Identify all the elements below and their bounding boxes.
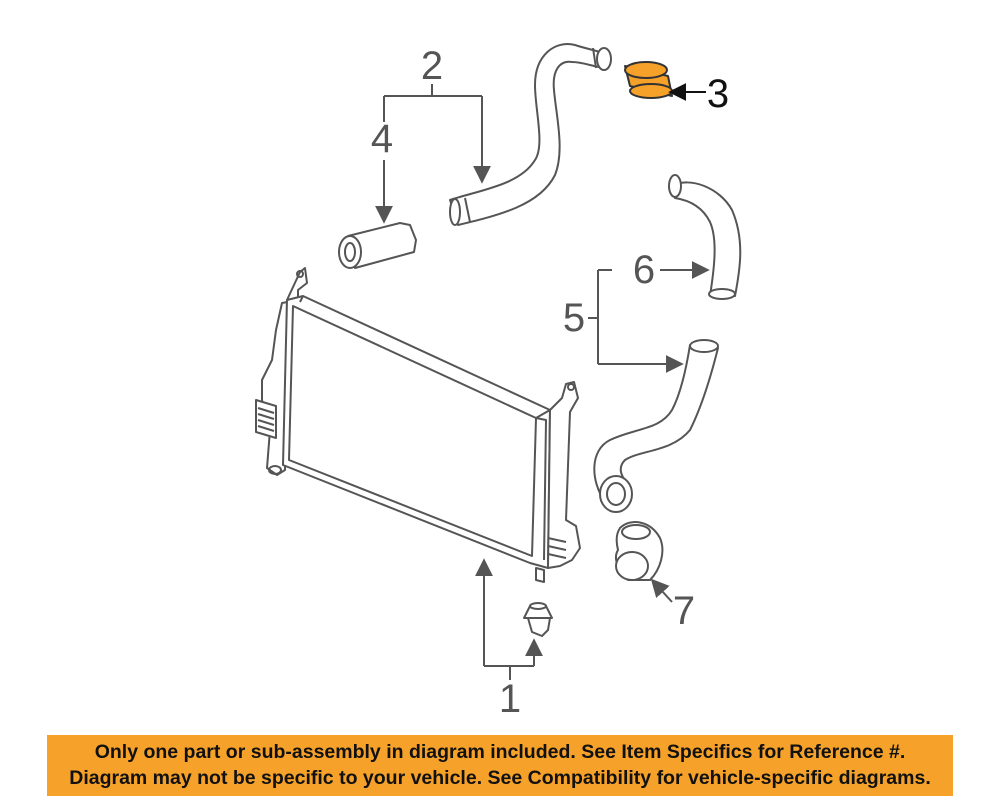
disclaimer-line-2: Diagram may not be specific to your vehi…	[69, 767, 931, 789]
disclaimer-banner: Only one part or sub-assembly in diagram…	[47, 735, 953, 796]
right-upper-hose	[668, 174, 742, 300]
callout-7: 7	[673, 589, 695, 633]
right-lower-hose	[593, 339, 719, 513]
upper-hose	[449, 43, 612, 226]
callout-5: 5	[563, 296, 585, 340]
intercooler-assembly	[255, 267, 581, 637]
leader-lines	[375, 84, 710, 680]
disclaimer-line-1: Only one part or sub-assembly in diagram…	[94, 741, 906, 763]
short-hose	[338, 222, 417, 269]
callout-3: 3	[707, 72, 729, 116]
callout-1: 1	[499, 677, 521, 721]
hose-coupler-highlighted	[624, 61, 673, 99]
callout-6: 6	[633, 248, 655, 292]
callout-2: 2	[421, 44, 443, 88]
parts-diagram: 2 3 4 6 5 7 1	[255, 43, 742, 721]
callout-4: 4	[371, 117, 393, 161]
hose-elbow	[614, 521, 664, 581]
